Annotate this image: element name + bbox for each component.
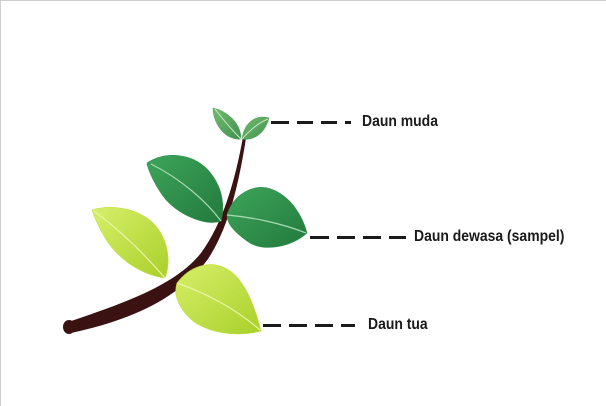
old-leaf-upper <box>92 207 168 278</box>
young-leaf-right <box>242 117 269 139</box>
label-mature-leaf: Daun dewasa (sampel) <box>414 229 564 245</box>
mature-leaf-upper <box>147 155 223 222</box>
label-old-leaf: Daun tua <box>368 317 428 333</box>
label-young-leaf: Daun muda <box>362 114 438 130</box>
stem-cut-end <box>63 320 75 334</box>
mature-leaf-sample <box>227 187 307 247</box>
young-leaf-left <box>213 108 241 139</box>
old-leaf-lower <box>176 265 261 334</box>
